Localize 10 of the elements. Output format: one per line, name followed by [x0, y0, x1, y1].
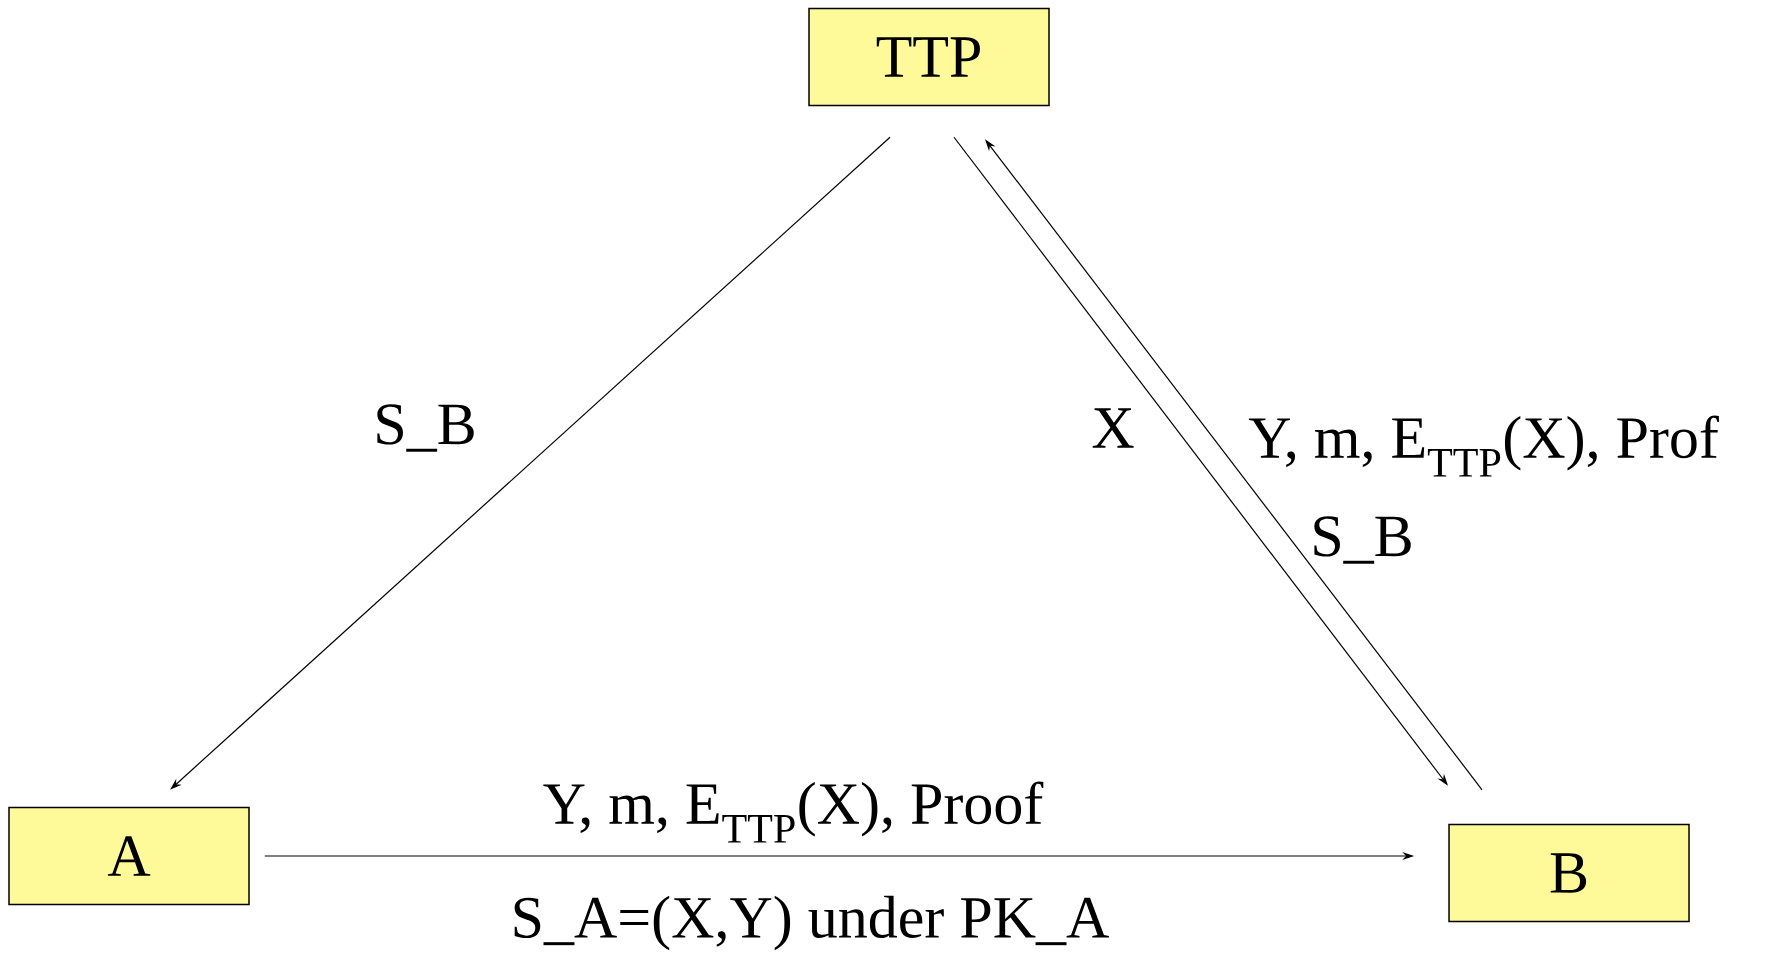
edge-label: X [1092, 408, 1134, 448]
edge-label: Y, m, E$_{TTP}$(X), Proof [543, 781, 1044, 843]
process-box: A [8, 806, 250, 906]
message-label: S_B [1314, 516, 1411, 564]
edge-label: Y, m, E$_{TTP}$(X), Prof [1248, 415, 1719, 477]
process-box: TTP [808, 7, 1050, 107]
message-label: S_A=(X,Y) under PK_A [514, 895, 1109, 951]
arrow [170, 136, 891, 790]
process-box: B [1448, 823, 1690, 923]
edge-label: S_B [377, 404, 474, 452]
